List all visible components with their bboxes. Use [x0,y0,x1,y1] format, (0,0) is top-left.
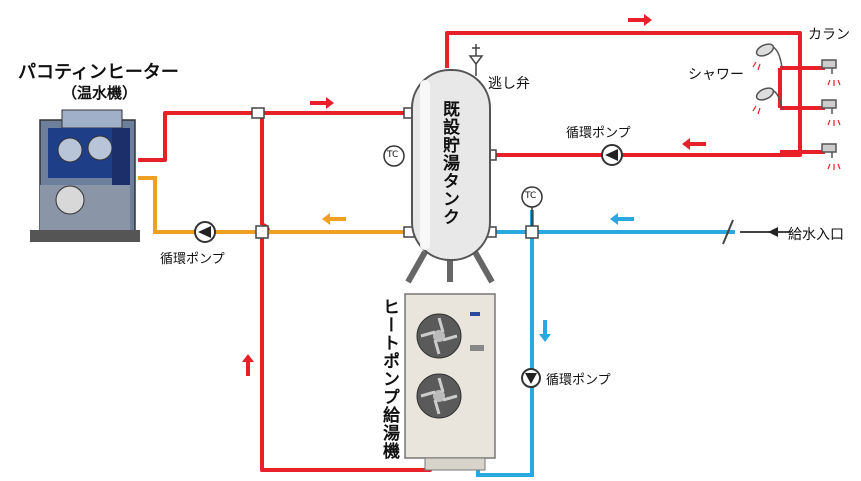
pump-symbols [194,144,623,388]
heat-pump-label: ヒートポンプ給湯機 [379,298,399,460]
inlet-arrow [768,227,778,237]
pump-bottom-label: 循環ポンプ [546,373,611,388]
heat-pump-unit [404,293,496,471]
cold-water-pipes [476,210,735,477]
water-inlet-label: 給水入口 [788,227,844,243]
flow-arrows [242,14,706,376]
tank-label: 既設貯湯タンク [439,100,459,226]
faucet-label: カラン [808,27,850,43]
shower-heads [755,43,783,111]
tc-label-tank: TC [387,150,399,160]
storage-tank [405,69,495,284]
inlet-break-mark [722,219,734,245]
return-pipes [138,176,412,234]
water-drops [752,61,841,170]
relief-valve-symbol [468,44,484,76]
shower-label: シャワー [688,67,744,83]
boiler-sub-label: （温水機） [62,84,138,102]
relief-valve-label: 逃し弁 [488,76,530,92]
boiler-unit [30,109,140,242]
boiler-title-label: パコティンヒーター [18,62,179,83]
tc-label-cold: TC [525,191,537,201]
pipe-fittings [251,107,539,239]
pump-left-label: 循環ポンプ [160,252,225,267]
pump-top-label: 循環ポンプ [566,126,631,141]
tc-sensors [383,145,543,226]
faucets [821,59,837,158]
